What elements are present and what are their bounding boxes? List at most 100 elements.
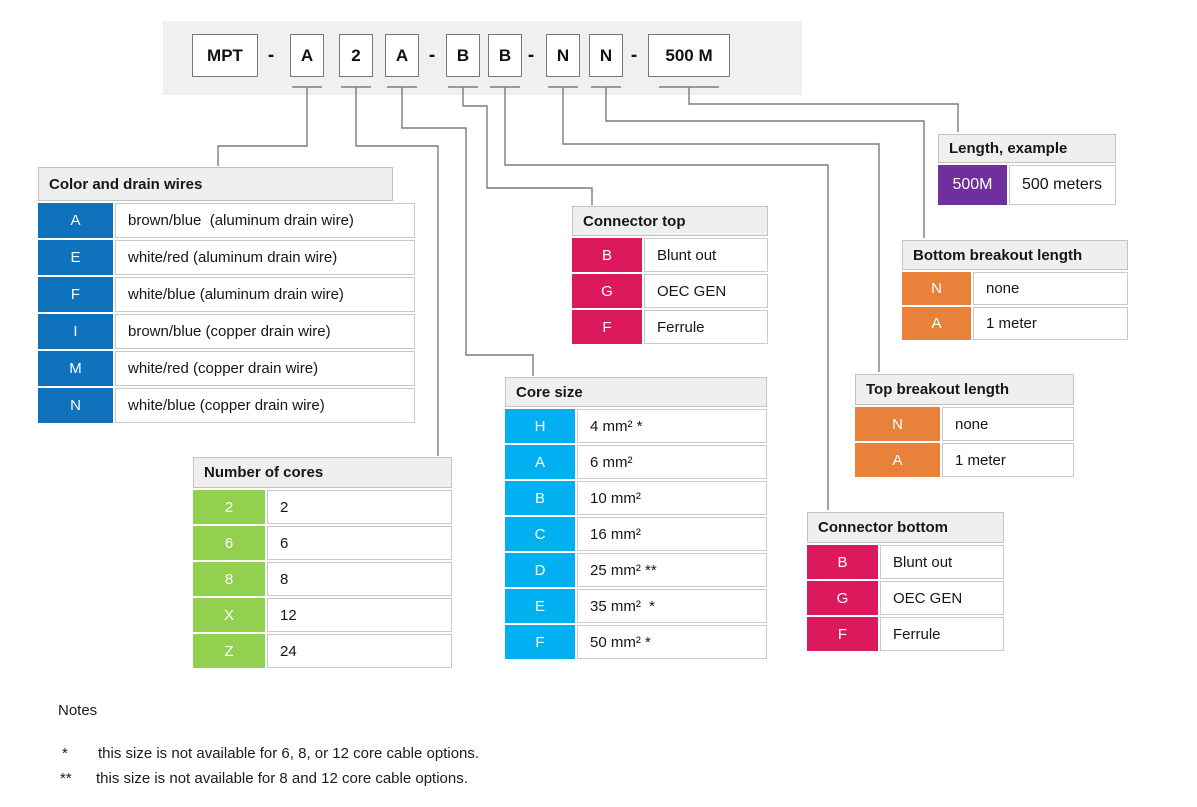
code-cell: N xyxy=(902,272,971,305)
value-cell: 8 xyxy=(267,562,452,596)
code-cell: 6 xyxy=(193,526,265,560)
connector-core-size xyxy=(387,86,534,376)
note-text: this size is not available for 6, 8, or … xyxy=(98,745,480,762)
part-code-color: A xyxy=(290,34,324,77)
table-title: Connector bottom xyxy=(807,512,1004,543)
code-cell: G xyxy=(807,581,878,615)
value-cell: 500 meters xyxy=(1009,165,1116,205)
notes-heading: Notes xyxy=(58,702,98,719)
code-cell: B xyxy=(572,238,642,272)
part-code-connector-top: B xyxy=(446,34,480,77)
value-cell: white/red (aluminum drain wire) xyxy=(115,240,415,275)
part-code-family: MPT xyxy=(192,34,258,77)
value-cell: 1 meter xyxy=(942,443,1074,477)
note-item: * this size is not available for 6, 8, o… xyxy=(62,745,479,762)
connector-bottom-breakout xyxy=(591,86,925,238)
code-cell: 2 xyxy=(193,490,265,524)
dash-separator: - xyxy=(267,44,275,66)
part-code-top-breakout: N xyxy=(546,34,580,77)
table-title: Length, example xyxy=(938,134,1116,163)
connector-cores xyxy=(341,86,439,456)
code-cell: F xyxy=(807,617,878,651)
value-cell: 4 mm² * xyxy=(577,409,767,443)
value-cell: brown/blue (copper drain wire) xyxy=(115,314,415,349)
value-cell: 25 mm² ** xyxy=(577,553,767,587)
table-title: Core size xyxy=(505,377,767,407)
code-cell: A xyxy=(855,443,940,477)
connector-connector-top xyxy=(448,86,593,205)
code-cell: F xyxy=(572,310,642,344)
part-code-connector-bottom: B xyxy=(488,34,522,77)
note-item: ** this size is not available for 8 and … xyxy=(60,770,468,787)
table-title: Number of cores xyxy=(193,457,452,488)
code-cell: F xyxy=(505,625,575,659)
code-cell: X xyxy=(193,598,265,632)
part-code-bottom-breakout: N xyxy=(589,34,623,77)
value-cell: white/blue (copper drain wire) xyxy=(115,388,415,423)
value-cell: 10 mm² xyxy=(577,481,767,515)
code-cell: N xyxy=(855,407,940,441)
connector-length-example xyxy=(659,86,959,132)
code-cell: A xyxy=(38,203,113,238)
code-cell: B xyxy=(505,481,575,515)
value-cell: Ferrule xyxy=(880,617,1004,651)
value-cell: white/blue (aluminum drain wire) xyxy=(115,277,415,312)
code-cell: 8 xyxy=(193,562,265,596)
table-title: Connector top xyxy=(572,206,768,236)
code-cell: 500M xyxy=(938,165,1007,205)
code-cell: N xyxy=(38,388,113,423)
connector-top-breakout xyxy=(548,86,880,372)
code-cell: M xyxy=(38,351,113,386)
value-cell: 2 xyxy=(267,490,452,524)
code-cell: Z xyxy=(193,634,265,668)
value-cell: 50 mm² * xyxy=(577,625,767,659)
value-cell: 6 mm² xyxy=(577,445,767,479)
value-cell: none xyxy=(973,272,1128,305)
connector-color-drain xyxy=(217,86,322,166)
note-marker: ** xyxy=(60,770,72,787)
value-cell: 24 xyxy=(267,634,452,668)
part-code-cores: 2 xyxy=(339,34,373,77)
value-cell: white/red (copper drain wire) xyxy=(115,351,415,386)
note-text: this size is not available for 8 and 12 … xyxy=(96,770,468,787)
part-code-core-size: A xyxy=(385,34,419,77)
table-title: Top breakout length xyxy=(855,374,1074,405)
part-code-length: 500 M xyxy=(648,34,730,77)
code-cell: I xyxy=(38,314,113,349)
value-cell: none xyxy=(942,407,1074,441)
connector-connector-bottom xyxy=(490,86,829,510)
value-cell: 16 mm² xyxy=(577,517,767,551)
value-cell: OEC GEN xyxy=(644,274,768,308)
value-cell: Ferrule xyxy=(644,310,768,344)
value-cell: Blunt out xyxy=(644,238,768,272)
code-cell: A xyxy=(505,445,575,479)
